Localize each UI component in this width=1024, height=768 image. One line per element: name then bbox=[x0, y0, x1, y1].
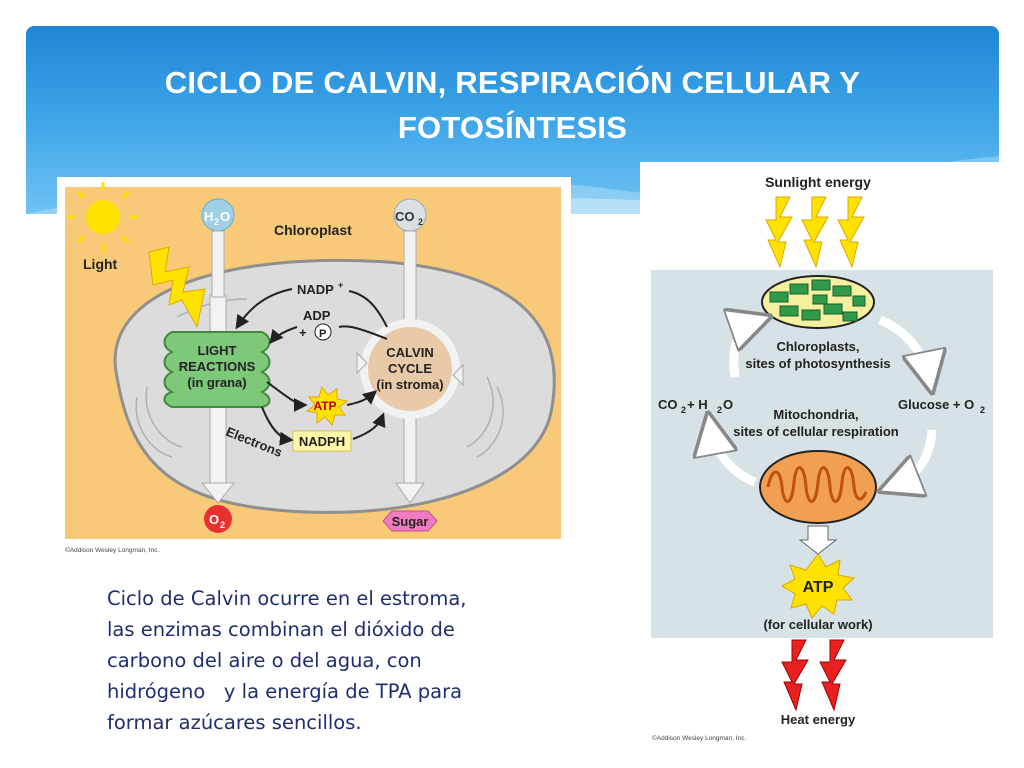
adp-label: ADP bbox=[303, 308, 331, 323]
glucose-o2-label: Glucose + O 2 bbox=[898, 397, 985, 415]
svg-text:sites of cellular respiration: sites of cellular respiration bbox=[733, 424, 899, 439]
mitochondrion-icon bbox=[759, 450, 877, 524]
o2-arrow-head bbox=[200, 482, 236, 504]
svg-text:(for cellular work): (for cellular work) bbox=[763, 617, 872, 632]
svg-text:sites of photosynthesis: sites of photosynthesis bbox=[745, 356, 890, 371]
body-line-2: las enzimas combinan el dióxido de bbox=[107, 618, 455, 641]
cycle-arrow-down-left bbox=[890, 429, 937, 487]
body-line-4: hidrógeno y la energía de TPA para bbox=[107, 680, 463, 703]
heat-energy-label: Heat energy bbox=[781, 712, 856, 727]
svg-text:CO: CO bbox=[658, 397, 678, 412]
sun-icon bbox=[68, 182, 138, 252]
svg-text:2: 2 bbox=[418, 217, 423, 227]
co2-h2o-label: CO 2 + H 2 O bbox=[658, 397, 733, 415]
slide-title: CICLO DE CALVIN, RESPIRACIÓN CELULAR Y F… bbox=[26, 60, 999, 150]
body-line-1: Ciclo de Calvin ocurre en el estroma, bbox=[107, 587, 467, 610]
svg-text:(in grana): (in grana) bbox=[187, 375, 246, 390]
svg-text:REACTIONS: REACTIONS bbox=[179, 359, 256, 374]
chloroplast-label: Chloroplast bbox=[274, 222, 352, 238]
svg-text:+: + bbox=[338, 280, 343, 290]
light-label: Light bbox=[83, 256, 118, 272]
atp-burst-icon: ATP bbox=[305, 385, 349, 427]
calvin-cycle-circle: CALVIN CYCLE (in stroma) bbox=[356, 319, 464, 419]
right-copyright: ©Addison Wesley Longman, Inc. bbox=[652, 734, 746, 742]
co2-drop: CO 2 bbox=[393, 198, 427, 232]
svg-text:2: 2 bbox=[214, 217, 219, 227]
light-reactions-stack: LIGHT REACTIONS (in grana) bbox=[163, 331, 271, 408]
phosphate-icon bbox=[314, 323, 332, 341]
svg-text:Mitochondria,: Mitochondria, bbox=[773, 407, 858, 422]
atp-burst-icon: ATP bbox=[780, 553, 856, 619]
atp-down-arrow bbox=[798, 525, 838, 555]
svg-text:Sugar: Sugar bbox=[392, 514, 429, 529]
chloroplast-icon bbox=[761, 275, 875, 329]
svg-text:2: 2 bbox=[980, 405, 985, 415]
title-line-2: FOTOSÍNTESIS bbox=[397, 110, 628, 145]
sunlight-bolts-icon bbox=[765, 196, 865, 269]
svg-text:CO: CO bbox=[395, 209, 415, 224]
svg-text:LIGHT: LIGHT bbox=[198, 343, 237, 358]
h2o-drop: H 2 O bbox=[201, 198, 235, 232]
svg-text:O: O bbox=[723, 397, 733, 412]
nadp-label: NADP bbox=[297, 282, 334, 297]
chloroplast-figure: H 2 O CO 2 Chloroplast Light LIGHT REACT… bbox=[57, 177, 571, 557]
svg-text:H: H bbox=[204, 209, 213, 224]
left-copyright: ©Addison Wesley Longman, Inc. bbox=[65, 546, 159, 554]
light-bolt-icon bbox=[148, 246, 206, 329]
body-line-3: carbono del aire o del agua, con bbox=[107, 649, 422, 672]
svg-text:P: P bbox=[319, 328, 326, 340]
svg-text:(in stroma): (in stroma) bbox=[376, 377, 443, 392]
svg-text:ATP: ATP bbox=[313, 399, 336, 413]
svg-text:ATP: ATP bbox=[803, 579, 834, 596]
body-line-5: formar azúcares sencillos. bbox=[107, 711, 362, 734]
svg-text:O: O bbox=[209, 512, 219, 527]
svg-text:Glucose + O: Glucose + O bbox=[898, 397, 974, 412]
svg-text:O: O bbox=[220, 209, 230, 224]
title-line-1: CICLO DE CALVIN, RESPIRACIÓN CELULAR Y bbox=[164, 65, 861, 100]
svg-text:+ H: + H bbox=[687, 397, 708, 412]
body-paragraph: Ciclo de Calvin ocurre en el estroma, la… bbox=[107, 583, 527, 738]
o2-circle: O 2 bbox=[204, 505, 232, 533]
heat-bolts-icon bbox=[781, 639, 847, 712]
cycle-arrow-down-right bbox=[878, 315, 930, 382]
svg-text:CALVIN: CALVIN bbox=[386, 345, 433, 360]
svg-text:2: 2 bbox=[717, 405, 722, 415]
svg-text:CYCLE: CYCLE bbox=[388, 361, 432, 376]
svg-text:2: 2 bbox=[681, 405, 686, 415]
cycle-arrow-up-left bbox=[734, 320, 760, 378]
cycle-arrow-up bbox=[710, 424, 757, 487]
sunlight-label: Sunlight energy bbox=[765, 174, 871, 190]
sugar-hexagon: Sugar bbox=[382, 510, 438, 532]
svg-text:NADPH: NADPH bbox=[299, 434, 345, 449]
energy-cycle-figure: Sunlight energy Chloroplasts, sites of p… bbox=[640, 162, 1000, 752]
svg-text:+: + bbox=[299, 325, 307, 340]
svg-text:2: 2 bbox=[220, 520, 225, 530]
svg-text:Chloroplasts,: Chloroplasts, bbox=[776, 339, 859, 354]
